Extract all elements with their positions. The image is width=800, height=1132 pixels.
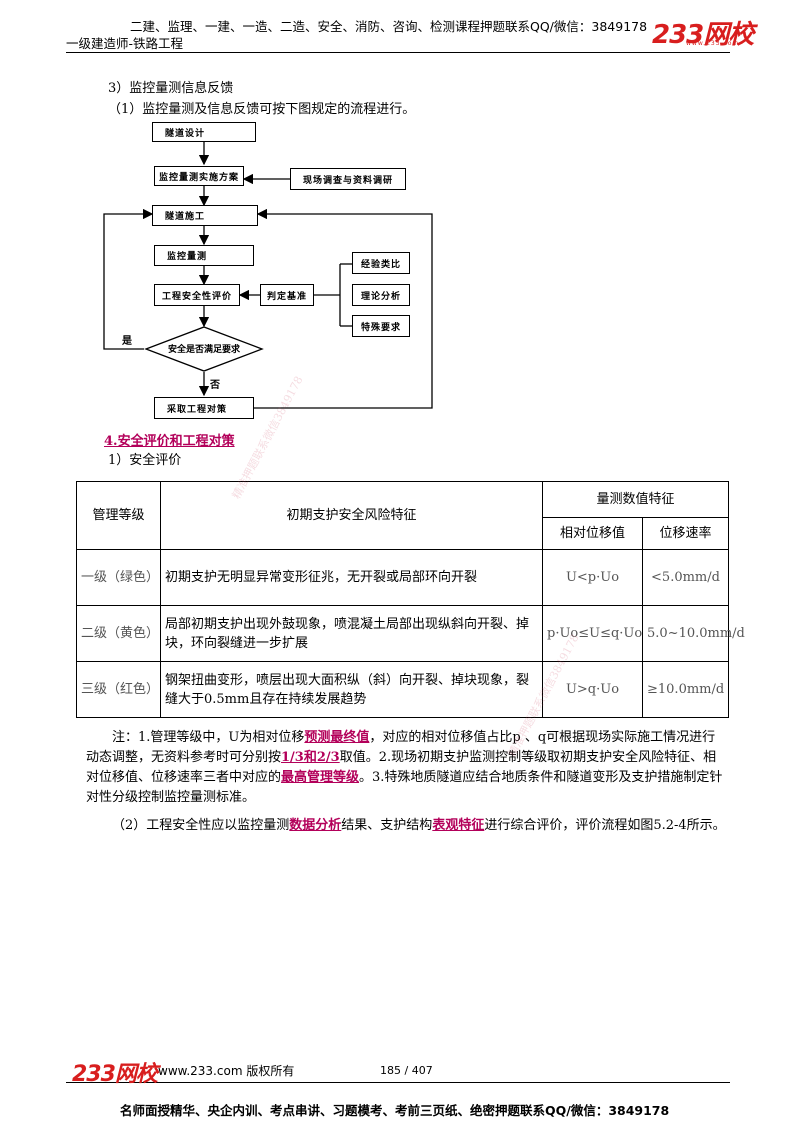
th-level: 管理等级: [76, 481, 161, 550]
cell-relative: U>q·Uo: [542, 661, 643, 718]
header-promo-line: 二建、监理、一建、一造、二造、安全、消防、咨询、检测课程押题联系QQ/微信：38…: [130, 19, 648, 34]
section-3-para: （1）监控量测及信息反馈可按下图规定的流程进行。: [108, 102, 416, 117]
footer-promo-line: 名师面授精华、央企内训、考点串讲、习题模考、考前三页纸、绝密押题联系QQ/微信：…: [120, 1103, 670, 1118]
footer-rule: [66, 1082, 730, 1083]
table-header-row: 管理等级 初期支护安全风险特征 量测数值特征: [76, 481, 730, 550]
table-row: 二级（黄色） 局部初期支护出现外鼓现象，喷混凝土局部出现纵斜向开裂、掉块，环向裂…: [76, 605, 745, 662]
footer-copyright: www.233.com 版权所有: [158, 1064, 295, 1078]
flow-engineering-measures: 采取工程对策: [154, 397, 254, 419]
cell-feature: 初期支护无明显异常变形征兆，无开裂或局部环向开裂: [160, 549, 543, 606]
cell-rate: 5.0~10.0mm/d: [641, 605, 745, 662]
th-relative-displacement: 相对位移值: [542, 517, 643, 550]
cell-relative: p·Uo≤U≤q·Uo: [542, 605, 643, 662]
para2-text-1: （2）工程安全性应以监控量测: [112, 818, 290, 833]
flow-monitoring-plan: 监控量测实施方案: [154, 166, 244, 186]
section-4-para-2: （2）工程安全性应以监控量测数据分析结果、支护结构表观特征进行综合评价，评价流程…: [86, 816, 728, 836]
flow-monitoring: 监控量测: [154, 245, 254, 266]
flowchart: 隧道设计 监控量测实施方案 现场调查与资料调研 隧道施工 监控量测 工程安全性评…: [100, 118, 440, 428]
table-subheader-row: 相对位移值 位移速率: [77, 517, 730, 550]
brand-logo-header: 233网校: [652, 20, 754, 50]
page-number: 185 / 407: [380, 1064, 433, 1077]
cell-feature: 局部初期支护出现外鼓现象，喷混凝土局部出现纵斜向开裂、掉块，环向裂缝进一步扩展: [160, 605, 543, 662]
note-keyword-2: 1/3和2/3: [281, 750, 340, 765]
note-keyword-3: 最高管理等级: [281, 770, 360, 785]
th-displacement-rate: 位移速率: [641, 517, 730, 550]
flow-theory-analysis: 理论分析: [352, 284, 410, 306]
para2-keyword-1: 数据分析: [289, 818, 342, 833]
note-text-1: 注：1.管理等级中，U为相对位移: [112, 730, 305, 745]
note-text-2: ，对应的相对位移值占比p 、q可根据现场实际施工情况进行动态调整，无资料参考时可…: [86, 730, 716, 765]
cell-rate: <5.0mm/d: [641, 549, 730, 606]
flow-criteria: 判定基准: [260, 284, 314, 306]
table-note: 注：1.管理等级中，U为相对位移预测最终值，对应的相对位移值占比p 、q可根据现…: [86, 728, 728, 808]
flow-site-survey: 现场调查与资料调研: [290, 168, 406, 190]
flow-decision-safety: 安全是否满足要求: [167, 345, 240, 355]
flow-label-yes: 是: [122, 336, 132, 347]
th-measurement: 量测数值特征: [541, 481, 730, 518]
note-text-3: 取值。2.现场初期支护监测控制等级取初期支护安全风险特征、相对位移值、位移速率三…: [86, 750, 717, 785]
header-subtitle: 一级建造师-铁路工程: [66, 36, 184, 51]
cell-level: 二级（黄色）: [76, 605, 161, 662]
cell-rate: ≥10.0mm/d: [641, 661, 730, 718]
note-keyword-1: 预测最终值: [304, 730, 370, 745]
flow-label-no: 否: [210, 380, 220, 391]
cell-feature: 钢架扭曲变形，喷层出现大面积纵（斜）向开裂、掉块现象，裂缝大于0.5mm且存在持…: [160, 661, 543, 718]
cell-level: 三级（红色）: [76, 661, 161, 718]
para2-text-2: 结果、支护结构: [341, 818, 433, 833]
section-4-heading: 4.安全评价和工程对策: [104, 434, 235, 449]
table-row: 一级（绿色） 初期支护无明显异常变形征兆，无开裂或局部环向开裂 U<p·Uo <…: [76, 549, 730, 606]
flow-special-requirements: 特殊要求: [352, 315, 410, 337]
flow-tunnel-construction: 隧道施工: [152, 205, 258, 226]
safety-evaluation-table: 管理等级 初期支护安全风险特征 量测数值特征 相对位移值 位移速率 一级（绿色）…: [76, 481, 745, 718]
cell-relative: U<p·Uo: [542, 549, 643, 606]
section-4-sub: 1）安全评价: [108, 453, 182, 468]
brand-logo-url: www.233.com: [686, 40, 740, 47]
flowchart-connectors: [103, 142, 433, 409]
flow-tunnel-design: 隧道设计: [152, 122, 256, 142]
flow-experience-analogy: 经验类比: [352, 252, 410, 274]
note-text-4: 。3.特殊地质隧道应结合地质条件和隧道变形及支护措施制定针对性分级控制监控量测标…: [86, 770, 723, 805]
cell-level: 一级（绿色）: [76, 549, 161, 606]
table-row: 三级（红色） 钢架扭曲变形，喷层出现大面积纵（斜）向开裂、掉块现象，裂缝大于0.…: [76, 661, 730, 718]
para2-keyword-2: 表观特征: [432, 818, 485, 833]
brand-logo-footer: 233网校: [72, 1062, 158, 1087]
flow-safety-evaluation: 工程安全性评价: [154, 284, 240, 306]
para2-text-3: 进行综合评价，评价流程如图5.2-4所示。: [484, 818, 726, 833]
th-feature: 初期支护安全风险特征: [160, 481, 543, 550]
section-3-title: 3）监控量测信息反馈: [108, 81, 234, 96]
header-rule: [66, 52, 730, 53]
